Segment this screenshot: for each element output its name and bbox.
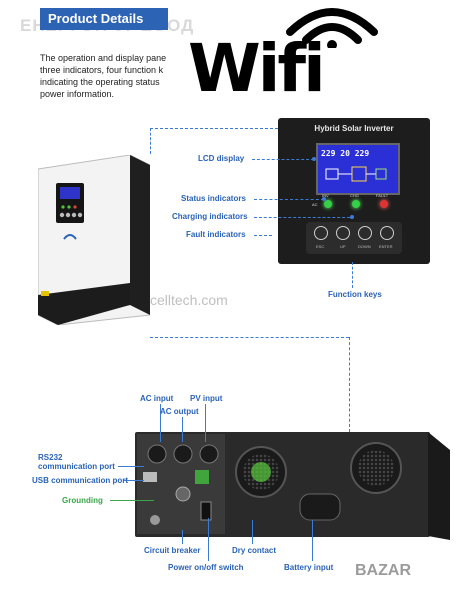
callout-line: [182, 417, 183, 442]
indicator-label-ac: AC: [312, 202, 318, 207]
wifi-logo: Wifi: [188, 30, 326, 107]
pv-input-label: PV input: [190, 394, 223, 403]
connector-line: [150, 128, 151, 154]
inverter-bottom-view: [135, 432, 430, 537]
inverter-device: [38, 155, 150, 325]
function-keys-label: Function keys: [328, 290, 382, 299]
callout-line: [124, 480, 144, 481]
cooling-fan-right: [350, 442, 402, 494]
rs232-label: RS232: [38, 453, 63, 462]
bottom-side-panel-icon: [428, 432, 450, 540]
callout-dot: [322, 197, 326, 201]
ac-output-label: AC output: [160, 407, 199, 416]
fault-indicators-label: Fault indicators: [186, 230, 246, 239]
fault-led: [380, 200, 388, 208]
charging-led: [352, 200, 360, 208]
usb-port-label: USB communication port: [32, 476, 129, 485]
lcd-display-label: LCD display: [198, 154, 245, 163]
callout-line: [254, 217, 350, 218]
description-line: indicating the operating status: [40, 77, 160, 87]
connector-line: [150, 128, 278, 129]
up-key[interactable]: [336, 226, 350, 240]
power-switch-label: Power on/off switch: [168, 563, 244, 572]
control-panel: Hybrid Solar Inverter 229 20 229 INV CHG…: [278, 118, 430, 264]
fan-blade: [251, 462, 271, 482]
circuit-breaker-label: Circuit breaker: [144, 546, 201, 555]
panel-title: Hybrid Solar Inverter: [314, 124, 394, 133]
function-keys-pad: ESC UP DOWN ENTER: [306, 222, 402, 254]
callout-line: [254, 199, 324, 200]
key-label: ENTER: [379, 244, 393, 249]
callout-line: [110, 500, 154, 501]
callout-line: [118, 466, 144, 467]
lcd-screen: 229 20 229: [316, 143, 400, 195]
indicator-label-chg: CHG: [350, 193, 359, 198]
bottom-chassis-icon: [137, 434, 341, 534]
ac-input-label: AC input: [140, 394, 174, 403]
wifi-waves-icon: [286, 8, 378, 48]
grounding-label: Grounding: [62, 496, 103, 505]
dry-contact-label: Dry contact: [232, 546, 277, 555]
description: The operation and display pane three ind…: [40, 52, 190, 100]
description-line: three indicators, four function k: [40, 65, 164, 75]
callout-line: [312, 520, 313, 561]
callout-line: [252, 159, 314, 160]
status-led: [324, 200, 332, 208]
description-line: power information.: [40, 89, 115, 99]
connector-line: [150, 337, 349, 338]
callout-dot: [312, 157, 316, 161]
key-label: ESC: [316, 244, 325, 249]
connector-line: [349, 337, 350, 432]
callout-line: [208, 518, 209, 561]
battery-input-label: Battery input: [284, 563, 334, 572]
rs232-sub-label: communication port: [38, 462, 115, 471]
fan-grill: [358, 450, 394, 486]
callout-line: [252, 520, 253, 544]
status-indicators-label: Status indicators: [181, 194, 246, 203]
cooling-fan-left: [235, 446, 287, 498]
callout-line: [182, 530, 183, 544]
key-label: DOWN: [358, 244, 371, 249]
key-label: UP: [340, 244, 346, 249]
callout-line: [205, 404, 206, 442]
callout-line: [160, 404, 161, 442]
product-details-header: Product Details: [40, 8, 168, 30]
indicator-label-inv: INV: [322, 193, 329, 198]
down-key[interactable]: [358, 226, 372, 240]
lcd-graphic-icon: [325, 166, 387, 182]
indicator-label-fault: FAULT: [376, 193, 389, 198]
esc-key[interactable]: [314, 226, 328, 240]
enter-key[interactable]: [380, 226, 394, 240]
callout-line: [254, 235, 272, 236]
website-watermark: celltech.com: [150, 292, 228, 308]
callout-dot: [350, 215, 354, 219]
charging-indicators-label: Charging indicators: [172, 212, 248, 221]
lcd-readout: 229 20 229: [321, 149, 370, 158]
callout-line: [352, 262, 353, 288]
bazar-watermark: BAZAR: [355, 562, 411, 579]
description-line: The operation and display pane: [40, 53, 167, 63]
